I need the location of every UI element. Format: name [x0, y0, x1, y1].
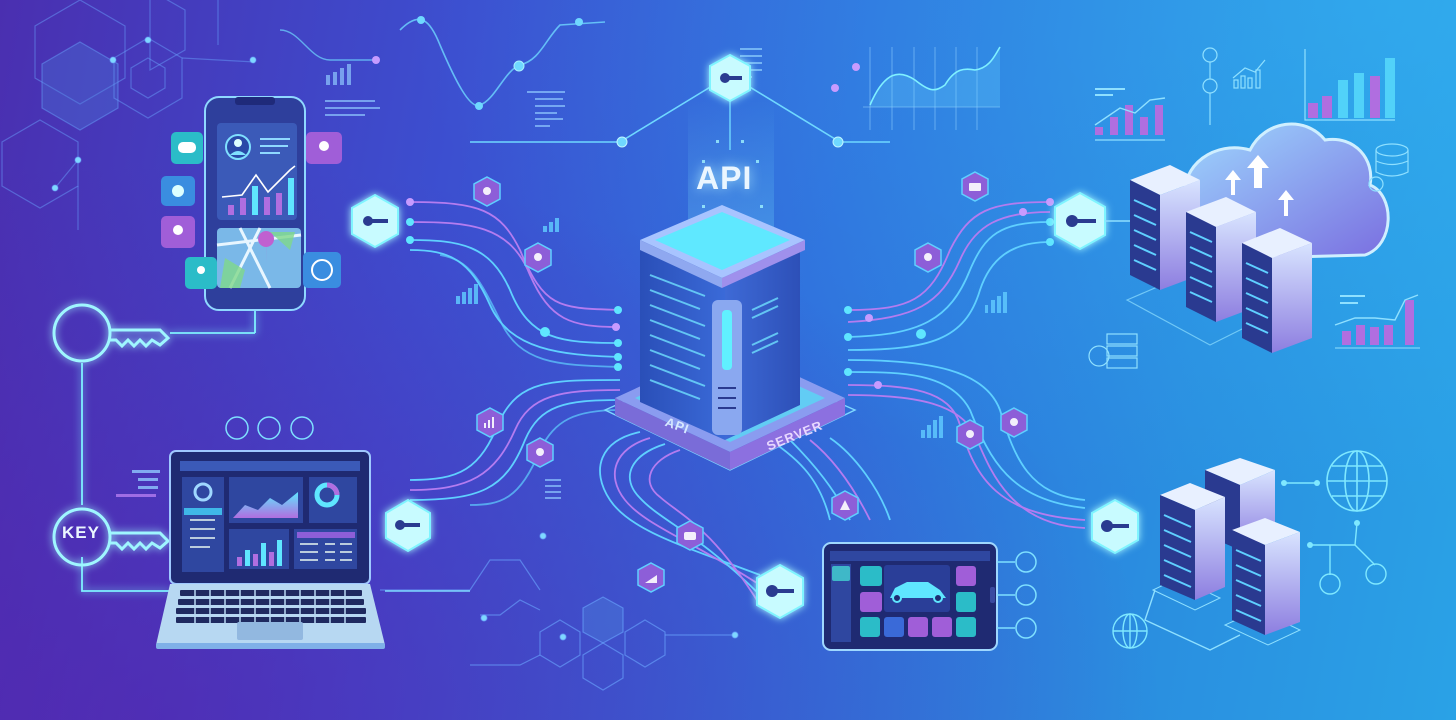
- mobile-phone: [161, 96, 342, 311]
- glowing-key-lower: [52, 507, 171, 567]
- circuit-traces-right: [847, 201, 1086, 529]
- key-hex-top: [709, 53, 751, 103]
- hex-cluster-bottom: [380, 532, 739, 691]
- area-chart-top: [740, 46, 1001, 130]
- circuit-traces-left: [409, 201, 621, 506]
- rack-5: [1160, 483, 1225, 600]
- key-hex-right-upper: [1054, 191, 1106, 251]
- glowing-key-upper: [52, 303, 171, 363]
- cloud-server-group: [1088, 122, 1420, 369]
- small-bar-icons: [456, 218, 1007, 438]
- chart-icons-top-right: [1094, 47, 1395, 141]
- globe-icon-small: [1112, 613, 1148, 649]
- wave-line-top: [399, 18, 606, 107]
- key-hex-right-lower: [1091, 498, 1139, 555]
- rack-1: [1130, 165, 1200, 290]
- api-title: API: [696, 160, 753, 196]
- rack-3: [1242, 228, 1312, 353]
- key-hex-left-upper: [351, 193, 399, 249]
- key-hex-bottom: [756, 563, 804, 620]
- laptop-dashboard: [156, 416, 385, 649]
- central-api-server: [603, 205, 857, 471]
- text-lines-top: [325, 64, 565, 127]
- key-hex-nodes: [351, 53, 1139, 620]
- key-hex-left-lower: [385, 498, 431, 553]
- tablet-car-app: [822, 542, 1037, 651]
- circuit-traces-bottom: [599, 431, 891, 606]
- key-label: KEY: [62, 523, 100, 542]
- globe-icon-large: [1326, 450, 1388, 512]
- rack-6: [1232, 518, 1300, 635]
- hex-lattice-top-left: [1, 0, 257, 230]
- server-cluster-group: [1112, 450, 1388, 651]
